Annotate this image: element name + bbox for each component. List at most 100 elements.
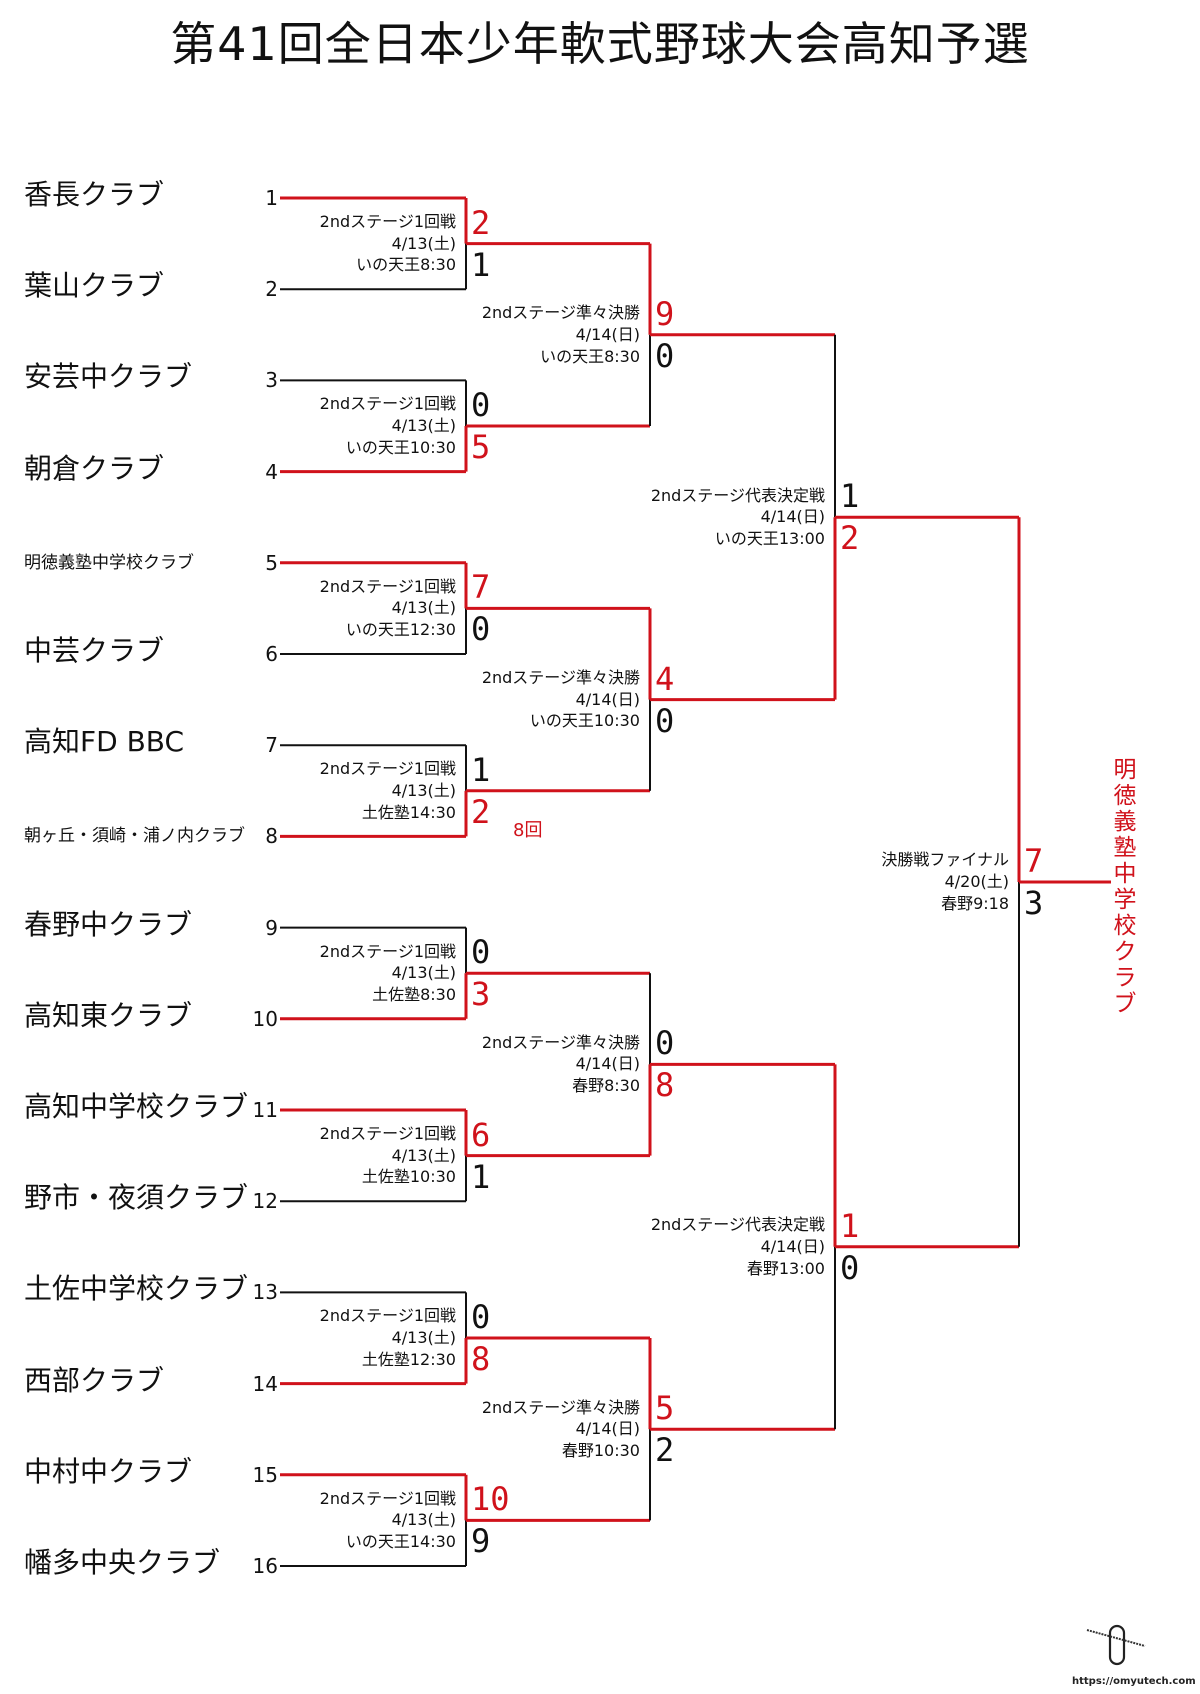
score-bottom: 1 <box>471 245 491 284</box>
match-info: 土佐塾14:30 <box>361 802 456 822</box>
score-bottom: 2 <box>655 1431 675 1470</box>
score-top: 1 <box>840 1206 860 1245</box>
seed-number: 10 <box>252 1006 278 1031</box>
team-name: 中芸クラブ <box>24 633 165 667</box>
match-info: いの天王8:30 <box>356 255 456 275</box>
team-name: 香長クラブ <box>24 177 165 211</box>
team-name: 高知FD BBC <box>24 724 185 758</box>
seed-number: 1 <box>265 186 278 210</box>
champion-name: 明徳義塾中学校クラブ <box>1113 757 1137 1017</box>
score-top: 7 <box>1024 842 1044 880</box>
match-info: 4/13(土) <box>391 233 456 253</box>
seed-number: 5 <box>265 550 278 575</box>
team-name: 安芸中クラブ <box>24 360 193 394</box>
match-info: 春野9:18 <box>941 893 1009 913</box>
team-name: 葉山クラブ <box>24 268 165 302</box>
page-title: 第41回全日本少年軟式野球大会高知予選 <box>170 17 1030 71</box>
match-info: 2ndステージ準々決勝 <box>481 303 640 323</box>
match-info: 2ndステージ代表決定戦 <box>650 485 825 505</box>
seed-number: 15 <box>252 1462 278 1487</box>
match-info: 土佐塾10:30 <box>361 1167 456 1187</box>
team-name: 朝倉クラブ <box>24 451 165 485</box>
team-name: 中村中クラブ <box>24 1454 193 1488</box>
match-info: 土佐塾8:30 <box>372 985 456 1005</box>
match-info: 4/13(土) <box>391 598 456 618</box>
score-bottom: 3 <box>471 975 491 1014</box>
seed-number: 13 <box>252 1280 278 1305</box>
match-info: いの天王10:30 <box>529 711 640 731</box>
score-top: 5 <box>655 1389 675 1428</box>
match-info: 春野13:00 <box>746 1258 825 1278</box>
match-info: 4/14(日) <box>575 1419 640 1439</box>
score-top: 0 <box>655 1024 675 1063</box>
match-info: 2ndステージ1回戦 <box>319 1306 456 1326</box>
team-name: 西部クラブ <box>24 1363 165 1397</box>
match-info: 4/14(日) <box>760 507 825 527</box>
seed-number: 2 <box>265 277 278 302</box>
match-info: 2ndステージ代表決定戦 <box>650 1215 825 1235</box>
score-top: 1 <box>840 477 860 516</box>
match-info: 2ndステージ準々決勝 <box>481 1032 640 1052</box>
score-bottom: 2 <box>840 519 860 558</box>
match-info: 4/13(土) <box>391 1145 456 1165</box>
team-name: 野市・夜須クラブ <box>24 1180 249 1214</box>
team-name: 高知東クラブ <box>24 998 193 1032</box>
score-bottom: 2 <box>471 792 491 831</box>
score-bottom: 3 <box>1024 884 1044 922</box>
match-info: 土佐塾12:30 <box>361 1349 456 1369</box>
score-bottom: 5 <box>471 428 491 466</box>
match-info: 4/13(土) <box>391 780 456 800</box>
match-info: 決勝戦ファイナル <box>881 850 1009 870</box>
match-info: 4/14(日) <box>575 1054 640 1074</box>
score-bottom: 8 <box>471 1340 491 1378</box>
match-info: 2ndステージ準々決勝 <box>481 1397 640 1417</box>
seed-number: 16 <box>252 1554 278 1578</box>
match-info: いの天王14:30 <box>345 1532 456 1552</box>
score-top: 0 <box>471 933 491 972</box>
team-name: 春野中クラブ <box>24 907 193 941</box>
team-name: 幡多中央クラブ <box>24 1545 221 1579</box>
match-info: 4/13(土) <box>391 1510 456 1530</box>
match-info: 4/13(土) <box>391 416 456 436</box>
match-info: 2ndステージ1回戦 <box>319 941 456 961</box>
team-name: 高知中学校クラブ <box>24 1089 249 1123</box>
score-top: 0 <box>471 1298 491 1336</box>
match-info: 4/14(日) <box>575 324 640 344</box>
seed-number: 4 <box>265 459 278 484</box>
match-info: 春野8:30 <box>572 1076 640 1096</box>
omyutech-logo-icon <box>1086 1624 1146 1666</box>
seed-number: 8 <box>265 824 278 849</box>
match-info: 4/13(土) <box>391 1328 456 1348</box>
score-bottom: 9 <box>471 1522 491 1561</box>
match-info: 2ndステージ準々決勝 <box>481 668 640 688</box>
score-top: 0 <box>471 386 491 424</box>
score-top: 7 <box>471 568 491 607</box>
score-top: 9 <box>655 294 675 333</box>
watermark-url: https://omyutech.com <box>1072 1676 1196 1687</box>
score-top: 10 <box>471 1480 510 1519</box>
score-bottom: 0 <box>471 610 491 649</box>
match-info: 4/14(日) <box>575 689 640 709</box>
match-info: 2ndステージ1回戦 <box>319 576 456 596</box>
score-top: 4 <box>655 659 675 698</box>
match-info: 4/13(土) <box>391 963 456 983</box>
team-name: 朝ヶ丘・須崎・浦ノ内クラブ <box>24 826 245 847</box>
match-info: 4/20(土) <box>944 872 1009 892</box>
team-name: 明徳義塾中学校クラブ <box>24 552 194 573</box>
seed-number: 9 <box>265 915 278 940</box>
seed-number: 3 <box>265 368 278 393</box>
score-top: 1 <box>471 750 491 789</box>
seed-number: 14 <box>252 1371 278 1396</box>
match-info: 2ndステージ1回戦 <box>319 1124 456 1144</box>
match-info: いの天王10:30 <box>345 437 456 457</box>
score-bottom: 0 <box>655 336 675 375</box>
match-info: 春野10:30 <box>561 1441 640 1461</box>
match-info: いの天王12:30 <box>345 620 456 640</box>
match-info: いの天王8:30 <box>540 346 640 366</box>
score-bottom: 1 <box>471 1157 491 1196</box>
seed-number: 11 <box>252 1098 278 1122</box>
team-name: 土佐中学校クラブ <box>24 1272 249 1306</box>
match-info: 2ndステージ1回戦 <box>319 212 456 232</box>
match-info: 2ndステージ1回戦 <box>319 1488 456 1508</box>
